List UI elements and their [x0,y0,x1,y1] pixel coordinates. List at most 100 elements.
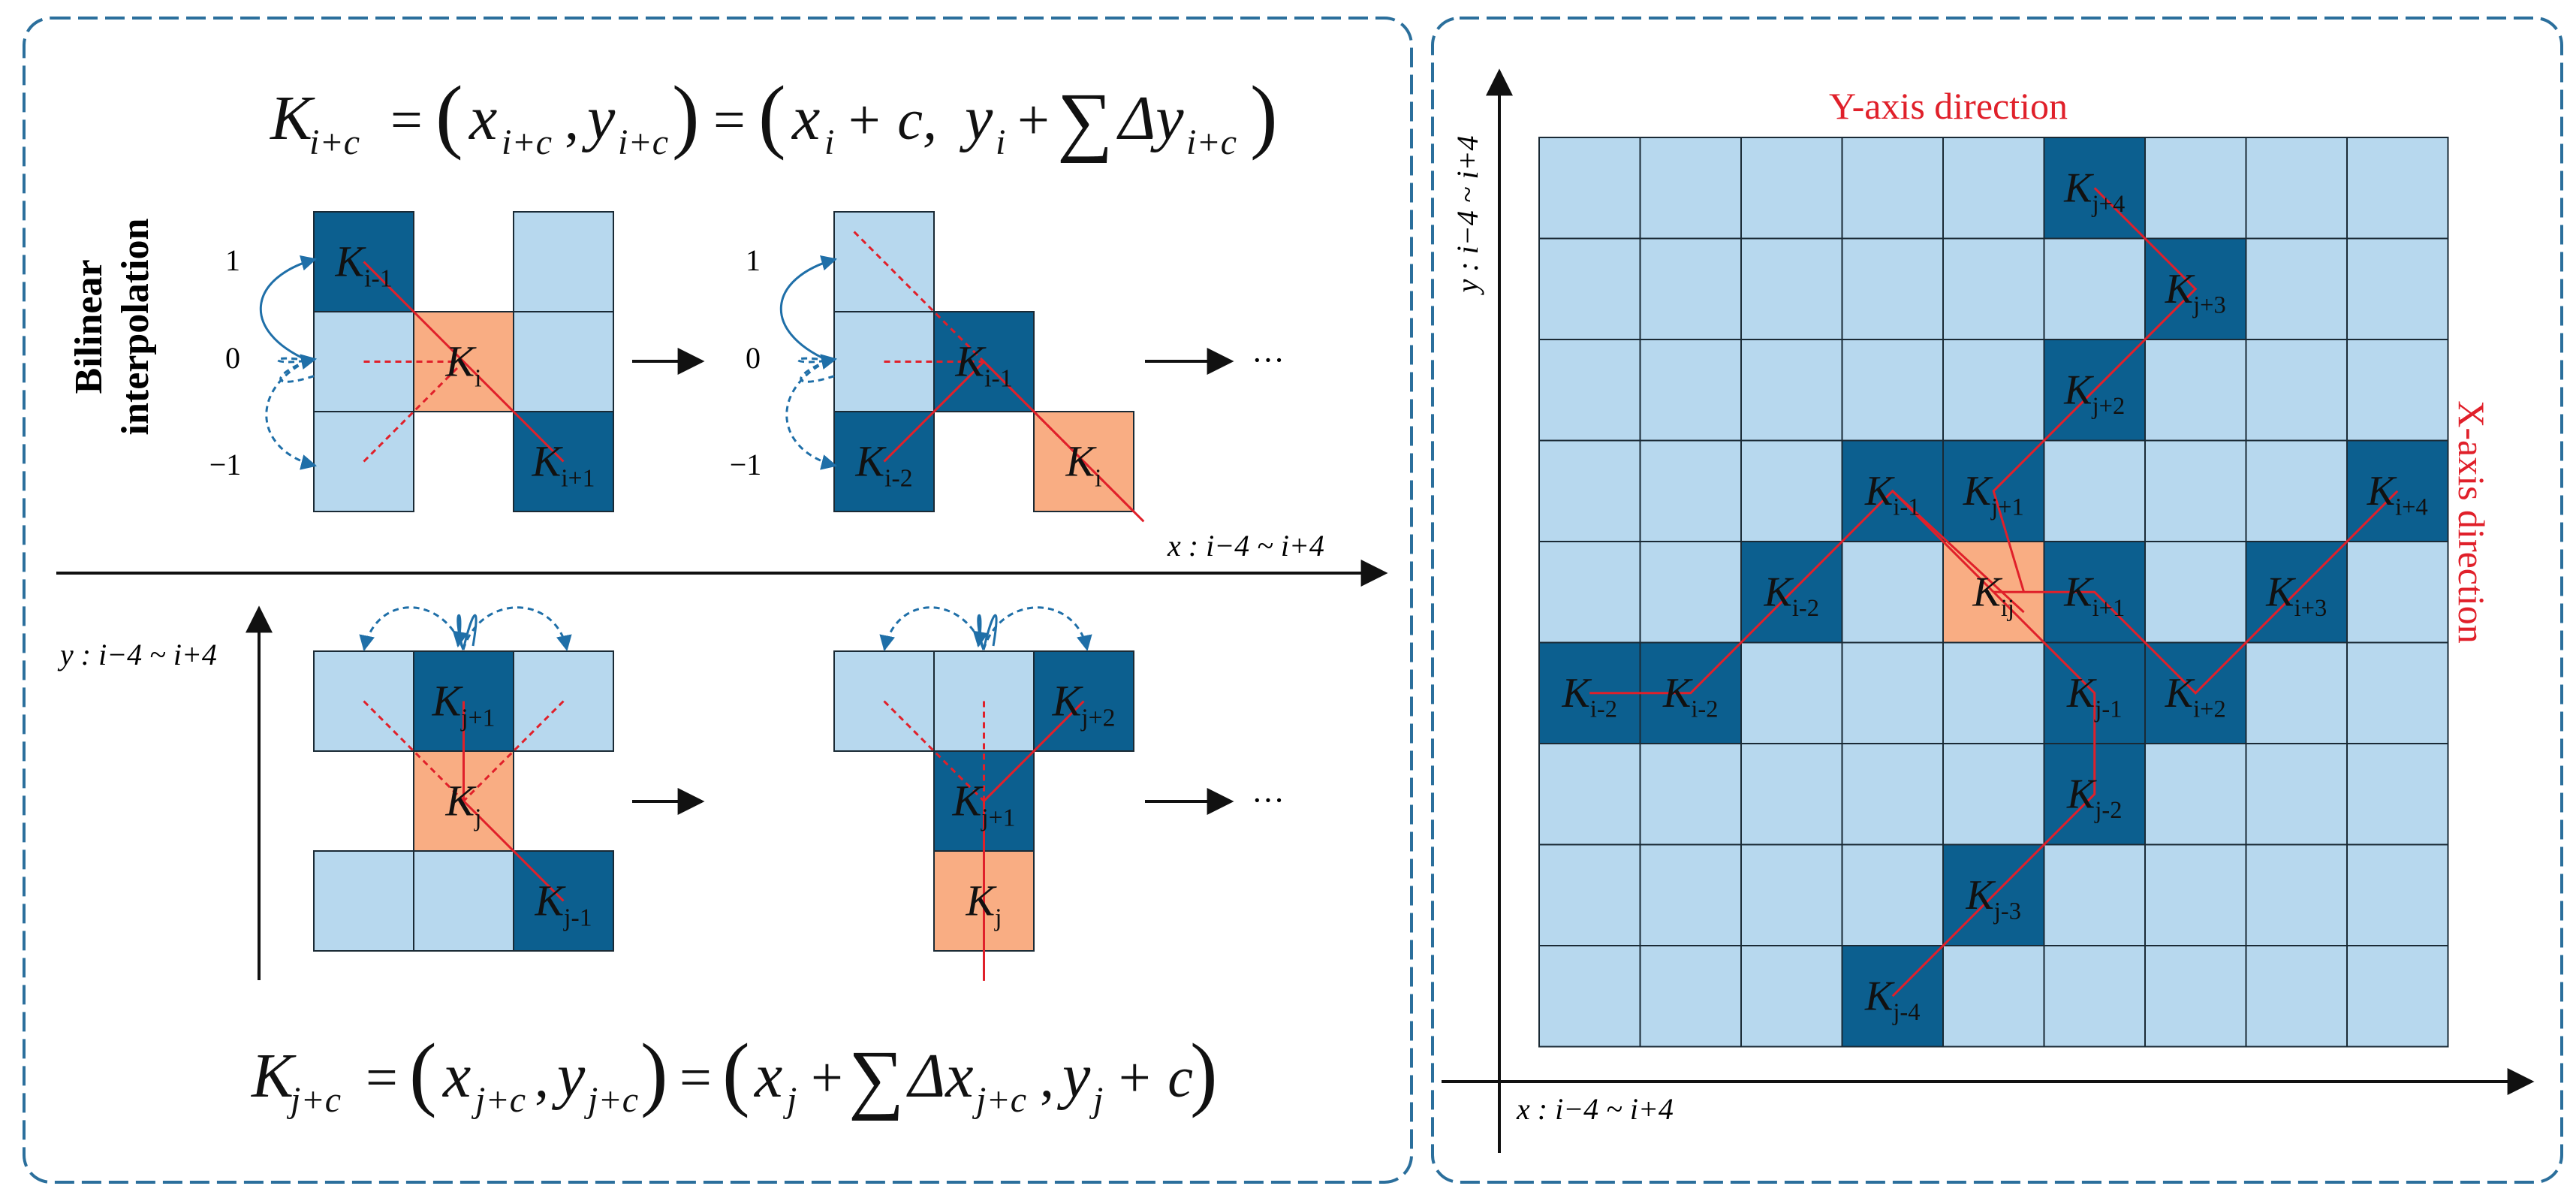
grid-cell [1639,237,1742,340]
grid-cell [2245,945,2348,1048]
cell-label: Kj [965,877,1002,932]
cell-label: Ki-1 [1864,468,1920,521]
trajectory-line [1993,490,2399,695]
ellipsis-bottom: ··· [1252,782,1285,819]
grid-cell [1639,743,1742,846]
grid-cell [1942,137,2045,240]
svg-text:j+c: j+c [583,1080,638,1120]
grid-cell [2245,237,2348,340]
cell-label: Ki-2 [854,437,912,493]
grid-cell [2346,339,2449,442]
svg-text:): ) [1250,69,1278,161]
svg-text:i+c: i+c [502,122,552,162]
row-label-1: 1 [746,243,761,277]
cell-label: Ki-1 [954,337,1012,393]
svg-text:,: , [535,1046,549,1109]
grid-cell [1841,339,1944,442]
right-y-axis-label-wrap: y : i−4 ~ i+4 [1451,136,1484,296]
svg-text:(: ( [435,69,463,161]
grid-cell [2346,945,2449,1048]
svg-text:): ) [672,69,700,161]
cell-label: Ki [1065,437,1101,493]
cell-label: Ki+1 [532,437,595,493]
grid-cell [1538,237,1641,340]
svg-text:,: , [565,89,579,152]
trajectory-line [1891,591,2096,997]
grid-cell [2346,541,2449,644]
grid-cell [1841,137,1944,240]
left-panel-frame [23,17,1413,1184]
grid-cell [2245,439,2348,542]
interpolation-arrows-grid1 [259,255,318,470]
row-label-1: 1 [225,243,240,277]
grid-cell [1942,945,2045,1048]
cell-label: Kj+1 [952,777,1016,832]
grid-cell [2144,541,2247,644]
interp-line [983,700,1085,981]
y-axis-direction-label: Y-axis direction [1829,85,2068,127]
svg-text:i+c: i+c [309,122,360,162]
x-axis-direction-label: X-axis direction [2451,400,2493,644]
cell-label: Ki-2 [1764,569,1819,622]
trajectory-line [1589,489,1995,695]
left-y-axis-label: y : i−4 ~ i+4 [57,638,217,671]
svg-text:y: y [959,83,993,153]
grid-cell [2346,743,2449,846]
grid-cell [2043,439,2146,542]
grid-cell [1841,843,1944,946]
cell-label: Kj+2 [1052,677,1116,732]
grid-cell [2245,743,2348,846]
svg-text:x: x [441,1041,471,1111]
grid-cell [413,850,514,952]
svg-text:+ c,: + c, [845,89,937,152]
grid-cell [1639,137,1742,240]
svg-text:interpolation: interpolation [114,218,157,435]
grid-cell [1639,339,1742,442]
grid-cell [1942,339,2045,442]
grid-cell [1841,641,1944,744]
interpolation-arrows-grid4 [879,606,1092,652]
row-label-0: 0 [225,341,240,375]
interp-line [983,361,1145,523]
cell-label: Ki+3 [2265,569,2327,622]
grid-cell [1841,237,1944,340]
cell-label: Ki+1 [2063,569,2125,622]
cell-label: Kj [444,777,481,832]
grid-cell [2346,641,2449,744]
grid-cell [1639,945,1742,1048]
svg-text:(: ( [758,69,786,161]
cell-label: Kj-3 [1966,872,2021,925]
svg-text:Δx: Δx [906,1041,974,1111]
svg-text:): ) [640,1027,668,1118]
interp-line [363,700,465,802]
grid-cell [1538,541,1641,644]
cell-label: Ki-1 [334,237,392,293]
grid-cell [2144,743,2247,846]
svg-text:x: x [753,1041,782,1111]
svg-text:K: K [251,1041,297,1111]
grid-cell [2144,137,2247,240]
x-axis-direction-wrap: X-axis direction [2451,400,2493,644]
svg-text:j+c: j+c [286,1080,341,1120]
trajectory-line [1891,490,2025,614]
cell-label: Kij [1972,569,2014,622]
trajectory-line [1992,187,2198,593]
svg-text:(: ( [409,1027,437,1118]
grid-cell [1740,641,1843,744]
cell-label: Kj+3 [2165,266,2226,318]
grid-cell [1538,137,1641,240]
svg-text:y: y [551,1041,586,1111]
interpolation-arrows-grid2 [779,255,838,470]
grid-cell [2144,843,2247,946]
grid-cell [1740,137,1843,240]
grid-cell [2043,843,2146,946]
svg-text:∑: ∑ [1057,77,1113,164]
cell-label: Ki [444,337,481,393]
grid-cell [1740,945,1843,1048]
right-y-axis-label: y : i−4 ~ i+4 [1451,136,1484,296]
cell-label: Ki+4 [2367,468,2428,521]
row-label-0: 0 [746,341,761,375]
interp-line [363,361,465,463]
